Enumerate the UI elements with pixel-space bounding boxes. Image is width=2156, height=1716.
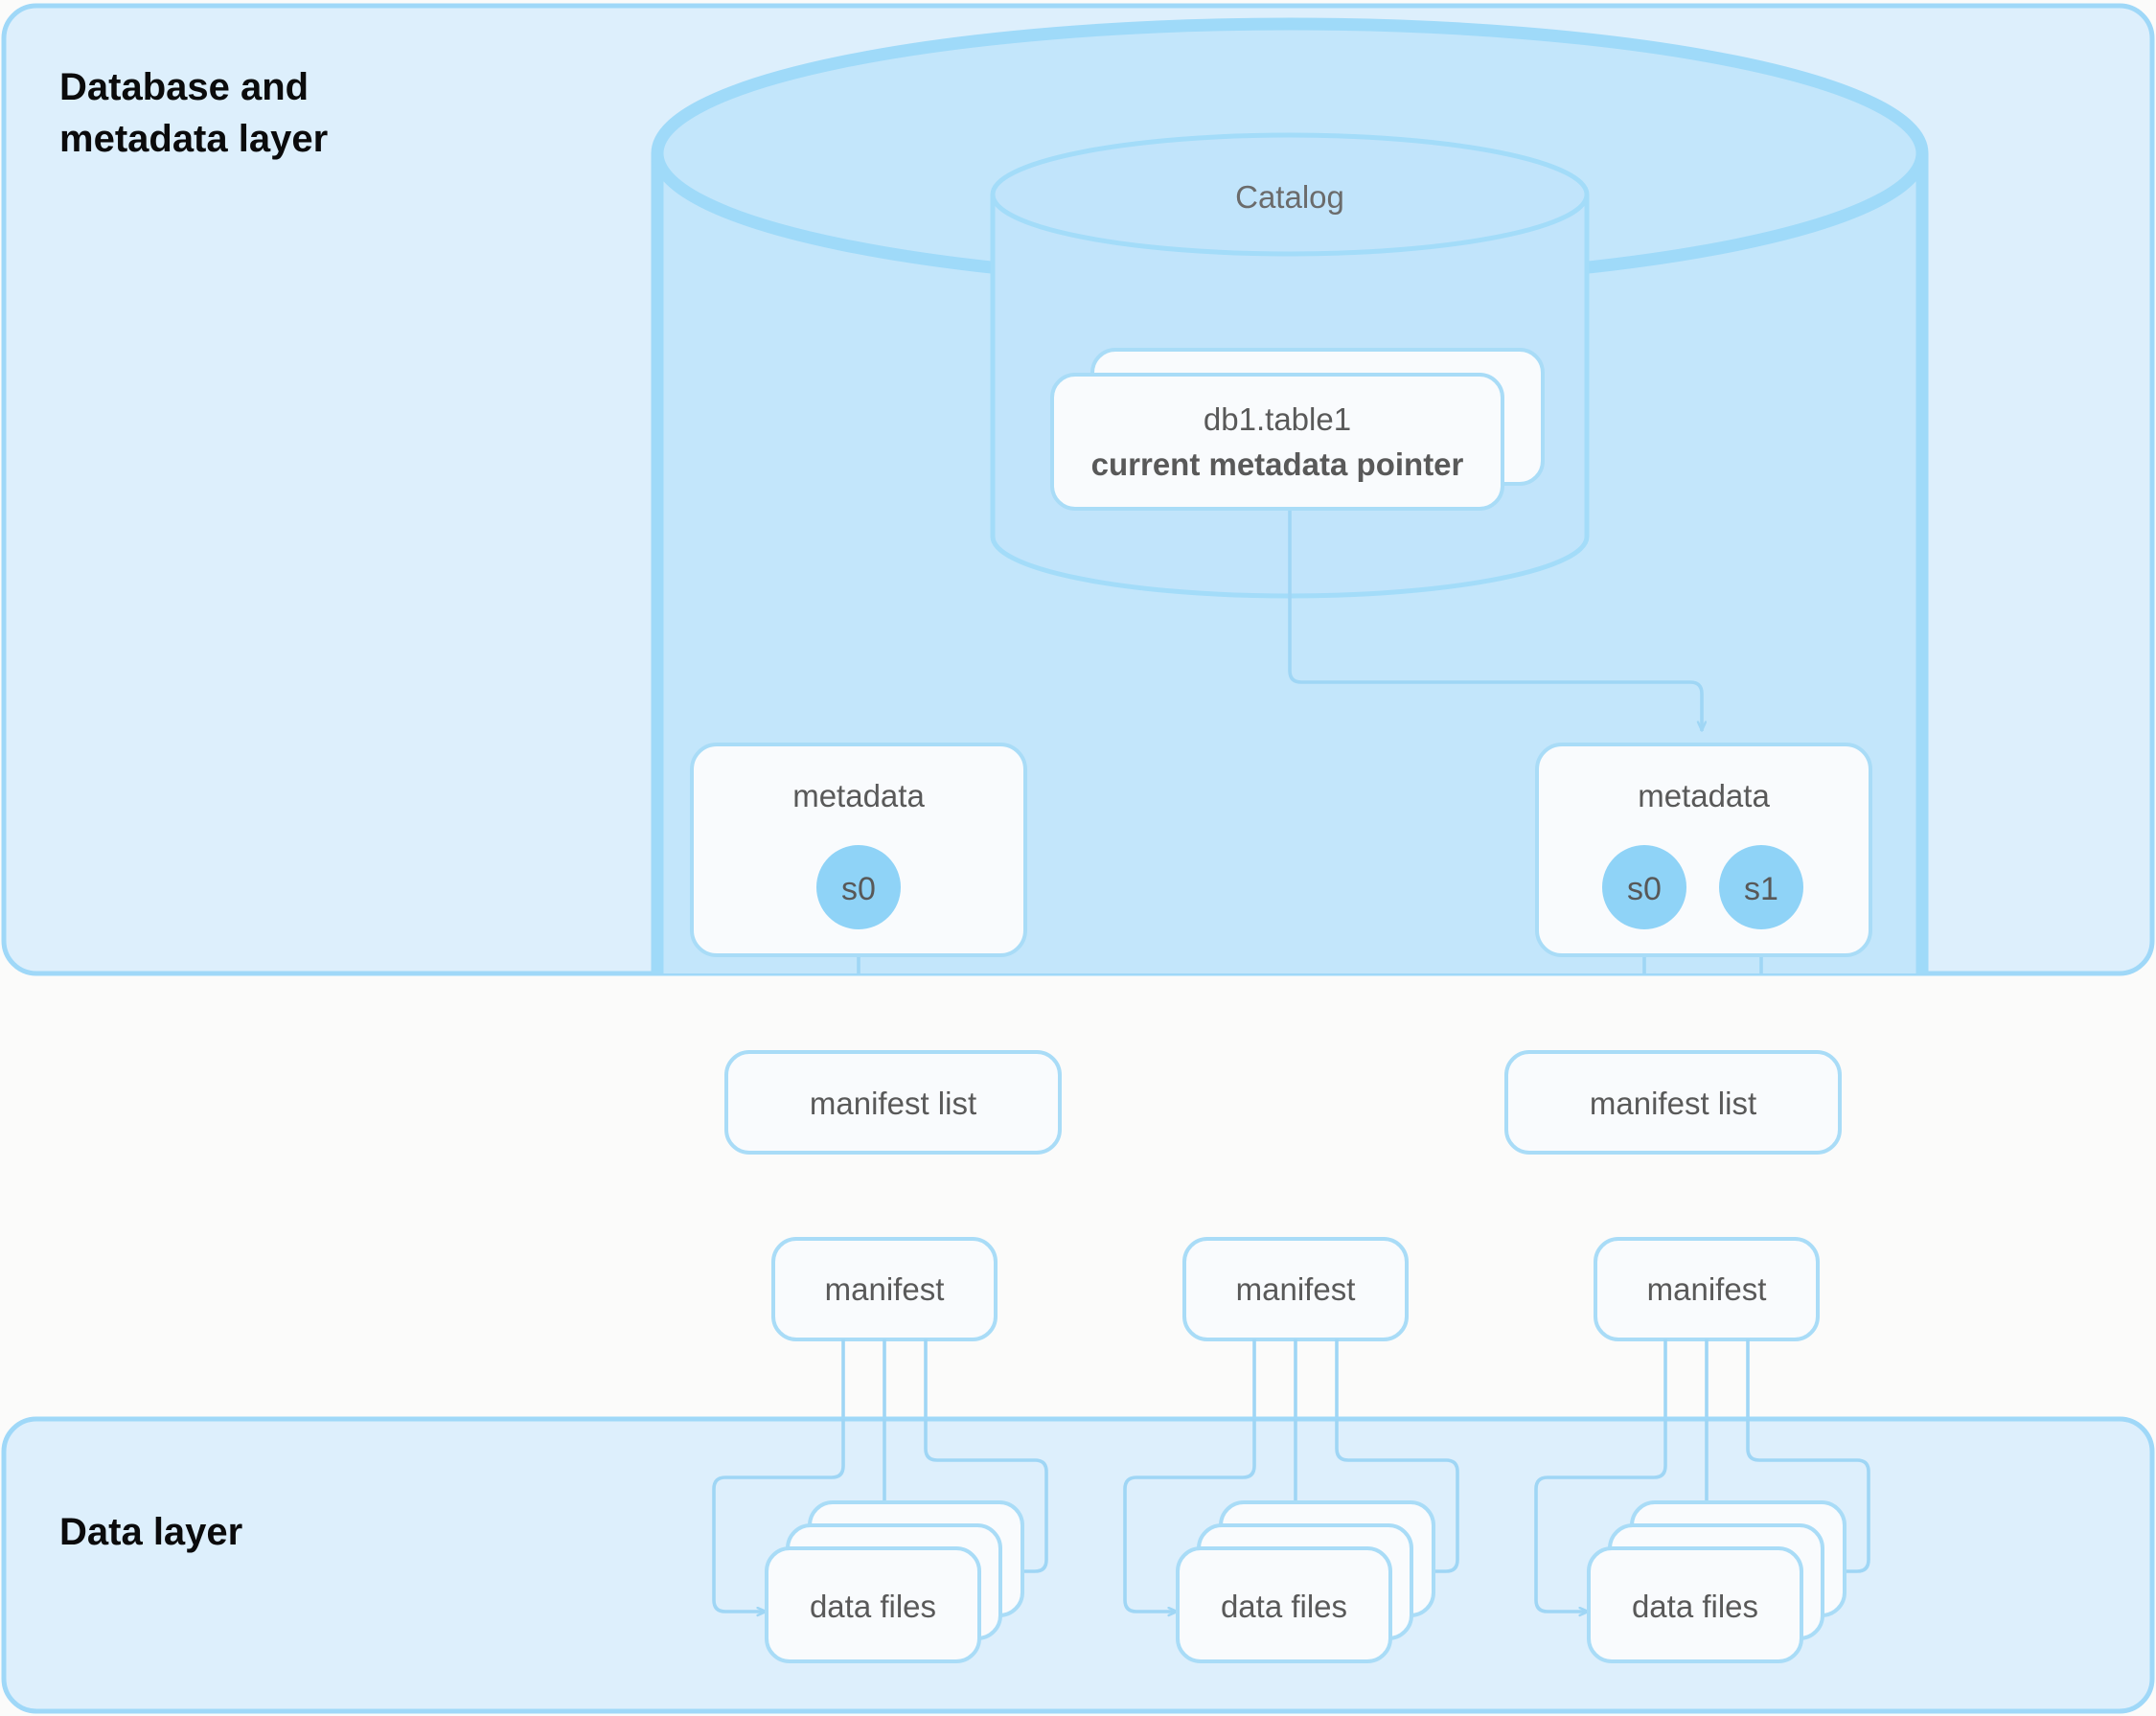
data-files-group-3[interactable]: data files <box>1587 1500 1846 1663</box>
layer-title-database-metadata-line1: Database and <box>59 66 309 108</box>
layer-title-database-metadata-line2: metadata layer <box>59 118 328 160</box>
manifest-3-node[interactable]: manifest <box>1594 1237 1820 1341</box>
svg-text:s1: s1 <box>1744 871 1778 907</box>
data-files-2-label: data files <box>1221 1589 1347 1624</box>
metadata-left-label: metadata <box>792 778 925 813</box>
catalog-label: Catalog <box>1235 179 1344 215</box>
svg-text:s0: s0 <box>1627 871 1662 907</box>
connector-pointer-to-metadata-right <box>1288 510 1702 731</box>
manifest-list-left-label: manifest list <box>810 1086 976 1121</box>
metadata-right-node[interactable]: metadata s0 s1 <box>1535 743 1872 957</box>
snapshot-circle-s0-left[interactable]: s0 <box>816 845 901 929</box>
manifest-list-right-node[interactable]: manifest list <box>1504 1050 1842 1155</box>
snapshot-circle-s0-right[interactable]: s0 <box>1602 845 1686 929</box>
data-files-3-label: data files <box>1632 1589 1758 1624</box>
manifest-1-label: manifest <box>825 1271 945 1307</box>
metadata-right-label: metadata <box>1638 778 1770 813</box>
metadata-left-node[interactable]: metadata s0 <box>690 743 1027 957</box>
manifest-list-left-node[interactable]: manifest list <box>724 1050 1062 1155</box>
connector-mlist-right-to-manifest-1 <box>911 1192 1656 1238</box>
manifest-2-node[interactable]: manifest <box>1182 1237 1409 1341</box>
layer-title-data-layer: Data layer <box>59 1511 242 1553</box>
pointer-line2: current metadata pointer <box>1091 446 1464 482</box>
manifest-3-label: manifest <box>1647 1271 1767 1307</box>
data-files-group-1[interactable]: data files <box>765 1500 1024 1663</box>
svg-text:s0: s0 <box>841 871 876 907</box>
manifest-2-label: manifest <box>1236 1271 1356 1307</box>
pointer-line1: db1.table1 <box>1204 401 1351 437</box>
data-files-group-2[interactable]: data files <box>1176 1500 1435 1663</box>
snapshot-circle-s1-right[interactable]: s1 <box>1719 845 1803 929</box>
current-metadata-pointer-card[interactable]: db1.table1 current metadata pointer <box>1050 348 1545 511</box>
data-files-1-label: data files <box>810 1589 936 1624</box>
manifest-list-right-label: manifest list <box>1590 1086 1756 1121</box>
manifest-1-node[interactable]: manifest <box>771 1237 998 1341</box>
